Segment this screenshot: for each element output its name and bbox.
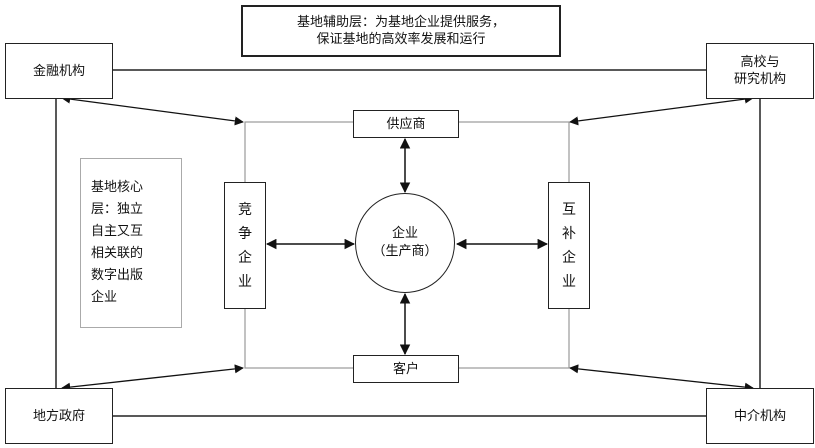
arrow-universities xyxy=(569,94,754,126)
core-layer-box: 基地核心 层：独立 自主又互 相关联的 数字出版 企业 xyxy=(80,158,182,328)
universities-box: 高校与 研究机构 xyxy=(706,43,814,99)
complementary-char: 业 xyxy=(562,273,576,290)
supplier-label: 供应商 xyxy=(386,116,426,132)
arrow-government xyxy=(61,364,244,392)
core-layer-line: 数字出版 xyxy=(91,268,144,283)
title-line-1: 基地辅助层：为基地企业提供服务， xyxy=(296,15,505,30)
competitors-char: 企 xyxy=(238,249,252,266)
core-layer-text: 基地核心 层：独立 自主又互 相关联的 数字出版 企业 xyxy=(91,177,143,309)
support-layer-title: 基地辅助层：为基地企业提供服务， 保证基地的高效率发展和运行 xyxy=(241,5,561,57)
core-layer-line: 层：独立 xyxy=(91,202,144,217)
complementary-box: 互 补 企 业 xyxy=(548,182,590,309)
competitors-char: 竞 xyxy=(238,201,252,218)
center-label-line-2: （生产商） xyxy=(372,244,438,259)
arrow-financial xyxy=(61,94,244,126)
local-government-box: 地方政府 xyxy=(5,388,113,444)
universities-label-line-2: 研究机构 xyxy=(733,72,786,87)
intermediary-label: 中介机构 xyxy=(733,408,786,424)
core-layer-line: 基地核心 xyxy=(91,180,144,195)
core-layer-line: 企业 xyxy=(91,290,118,305)
complementary-char: 补 xyxy=(562,225,576,242)
arrow-intermediary xyxy=(569,364,754,392)
core-layer-line: 自主又互 xyxy=(91,224,144,239)
title-line-2: 保证基地的高效率发展和运行 xyxy=(316,32,486,47)
financial-institutions-box: 金融机构 xyxy=(5,43,113,99)
customer-label: 客户 xyxy=(392,361,419,377)
center-label-line-1: 企业 xyxy=(391,226,418,241)
core-enterprise-circle: 企业 （生产商） xyxy=(355,193,455,293)
local-government-label: 地方政府 xyxy=(32,408,85,424)
core-layer-line: 相关联的 xyxy=(91,246,144,261)
complementary-char: 企 xyxy=(562,249,576,266)
universities-label-line-1: 高校与 xyxy=(740,55,780,70)
intermediary-box: 中介机构 xyxy=(706,388,814,444)
competitors-box: 竞 争 企 业 xyxy=(224,182,266,309)
competitors-char: 业 xyxy=(238,273,252,290)
supplier-box: 供应商 xyxy=(353,110,459,138)
financial-institutions-label: 金融机构 xyxy=(32,63,85,79)
competitors-char: 争 xyxy=(238,225,252,242)
customer-box: 客户 xyxy=(353,355,459,383)
complementary-char: 互 xyxy=(562,201,576,218)
